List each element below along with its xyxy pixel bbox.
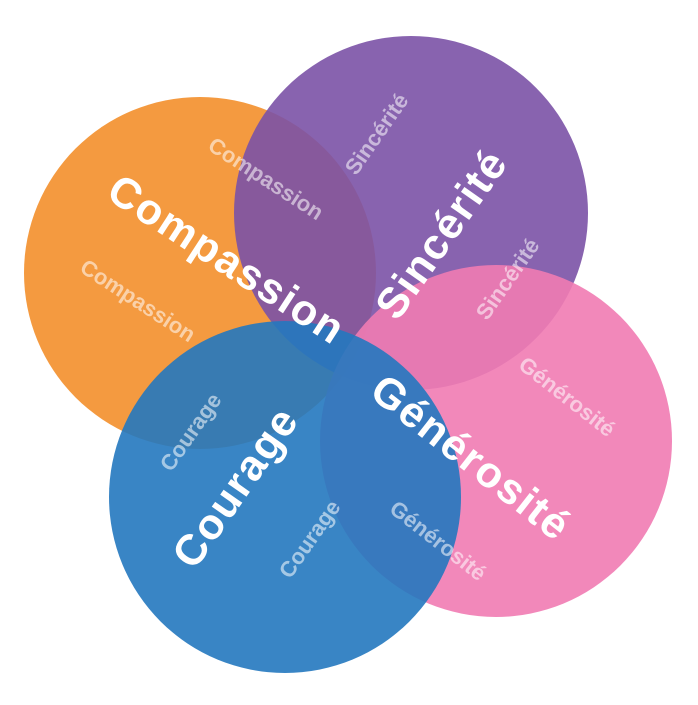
courage-circle [109,321,461,673]
